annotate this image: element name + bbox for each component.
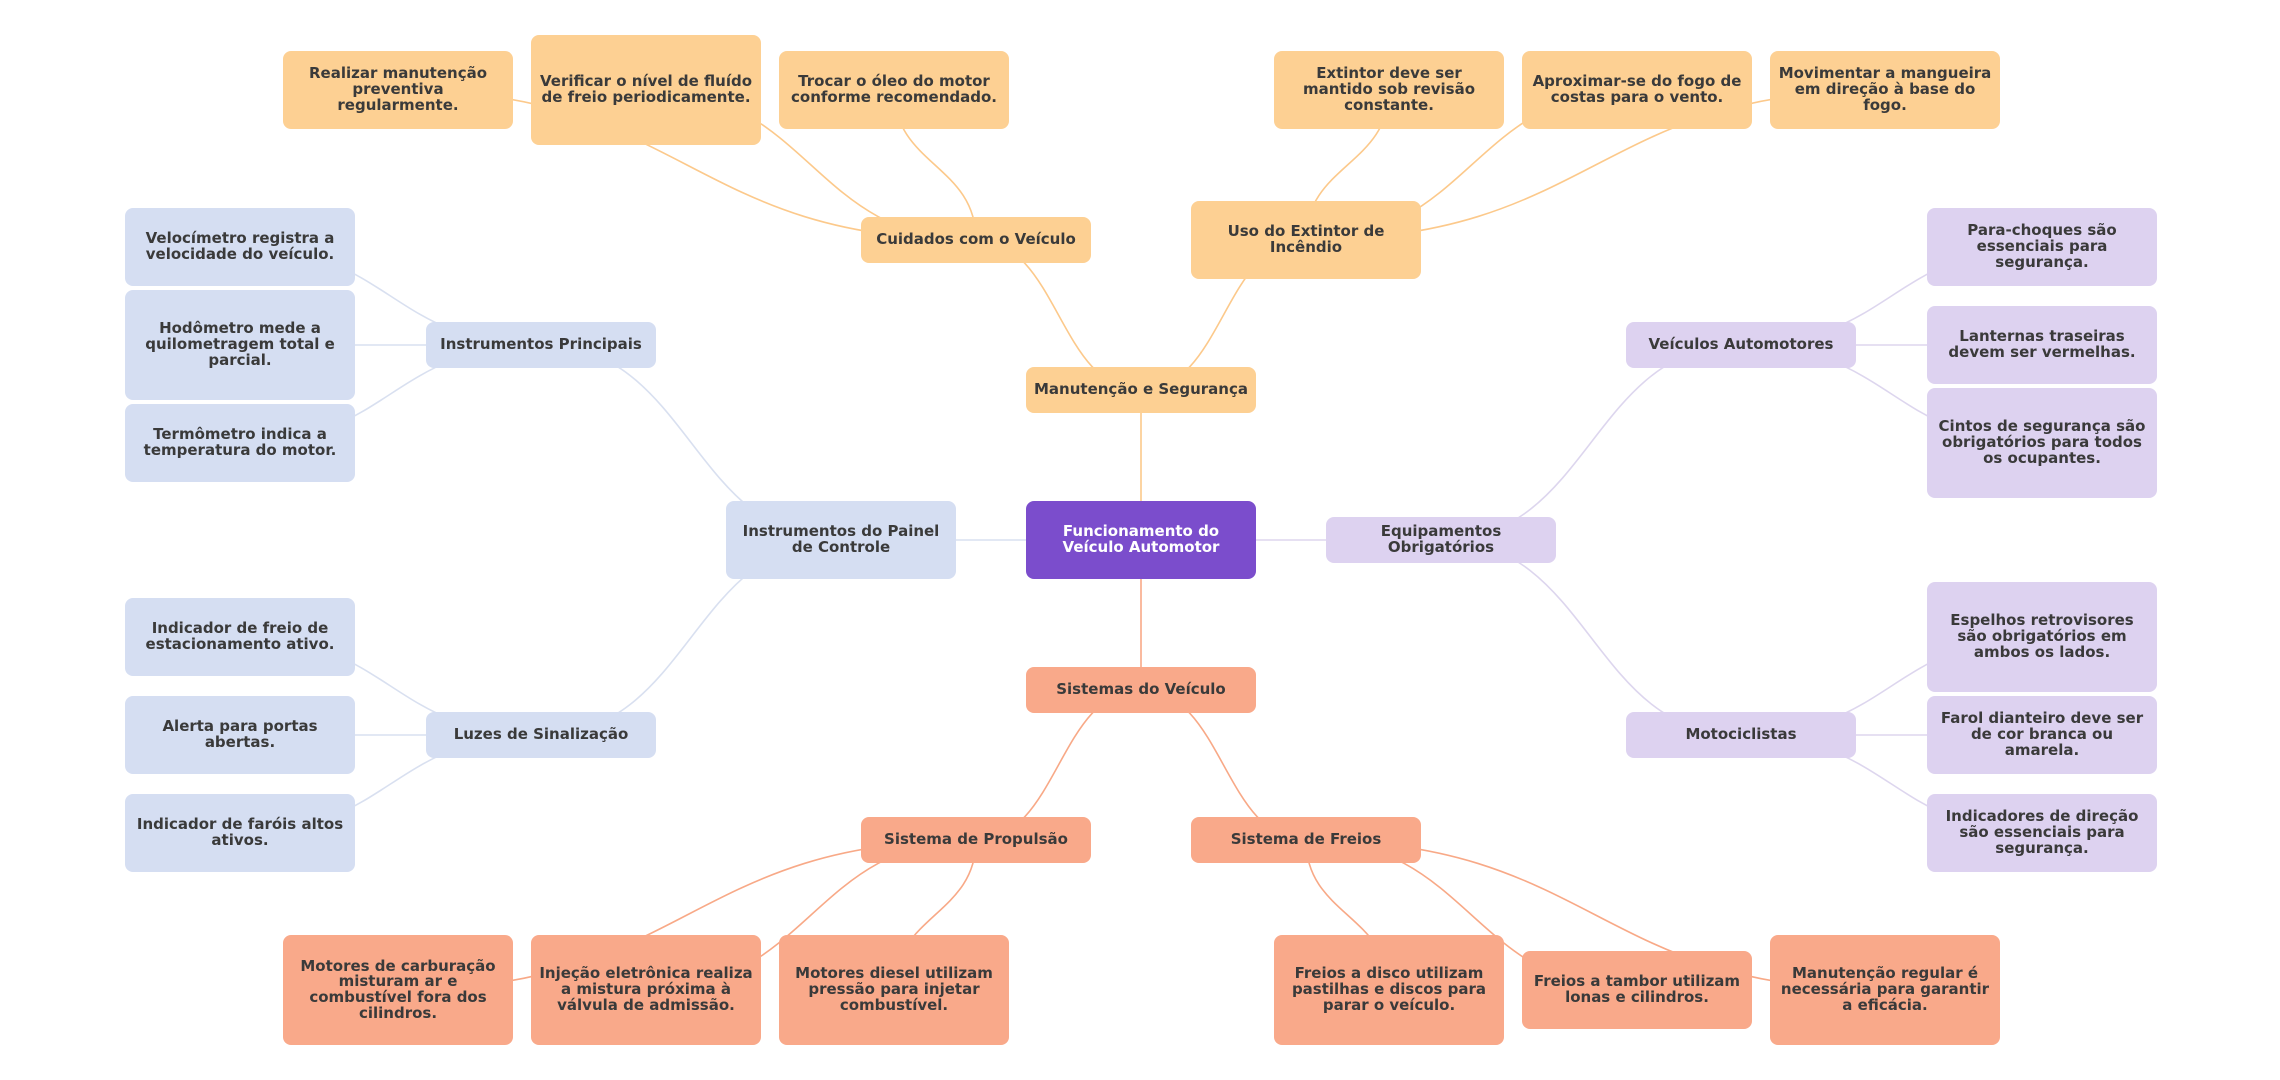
leaf-mangueira-base[interactable]: Movimentar a mangueira em direção à base… (1770, 51, 2000, 129)
leaf-farol-dianteiro[interactable]: Farol dianteiro deve ser de cor branca o… (1927, 696, 2157, 774)
leaf-cintos-seguranca[interactable]: Cintos de segurança são obrigatórios par… (1927, 388, 2157, 498)
leaf-indicadores-direcao[interactable]: Indicadores de direção são essenciais pa… (1927, 794, 2157, 872)
leaf-para-choques[interactable]: Para-choques são essenciais para seguran… (1927, 208, 2157, 286)
connector-equ-mot (1440, 539, 1742, 736)
subbranch-sistema-propulsao[interactable]: Sistema de Propulsão (861, 817, 1091, 863)
leaf-manutencao-regular[interactable]: Manutenção regular é necessária para gar… (1770, 935, 2000, 1045)
branch-manutencao-seguranca[interactable]: Manutenção e Segurança (1026, 367, 1256, 413)
connector-equ-vei (1440, 344, 1742, 541)
leaf-motores-diesel[interactable]: Motores diesel utilizam pressão para inj… (779, 935, 1009, 1045)
leaf-lanternas-traseiras[interactable]: Lanternas traseiras devem ser vermelhas. (1927, 306, 2157, 384)
leaf-freios-tambor[interactable]: Freios a tambor utilizam lonas e cilindr… (1522, 951, 1752, 1029)
leaf-farois-altos[interactable]: Indicador de faróis altos ativos. (125, 794, 355, 872)
leaf-fluido-freio[interactable]: Verificar o nível de fluído de freio per… (531, 35, 761, 145)
leaf-aproximar-fogo[interactable]: Aproximar-se do fogo de costas para o ve… (1522, 51, 1752, 129)
leaf-manutencao-preventiva[interactable]: Realizar manutenção preventiva regularme… (283, 51, 513, 129)
leaf-troca-oleo[interactable]: Trocar o óleo do motor conforme recomend… (779, 51, 1009, 129)
branch-instrumentos-painel[interactable]: Instrumentos do Painel de Controle (726, 501, 956, 579)
subbranch-luzes-sinalizacao[interactable]: Luzes de Sinalização (426, 712, 656, 758)
leaf-extintor-revisao[interactable]: Extintor deve ser mantido sob revisão co… (1274, 51, 1504, 129)
leaf-injecao-eletronica[interactable]: Injeção eletrônica realiza a mistura pró… (531, 935, 761, 1045)
subbranch-motociclistas[interactable]: Motociclistas (1626, 712, 1856, 758)
subbranch-veiculos-automotores[interactable]: Veículos Automotores (1626, 322, 1856, 368)
leaf-carburacao[interactable]: Motores de carburação misturam ar e comb… (283, 935, 513, 1045)
branch-equipamentos-obrigatorios[interactable]: Equipamentos Obrigatórios (1326, 517, 1556, 563)
leaf-espelhos-retrovisores[interactable]: Espelhos retrovisores são obrigatórios e… (1927, 582, 2157, 692)
subbranch-cuidados-veiculo[interactable]: Cuidados com o Veículo (861, 217, 1091, 263)
branch-sistemas-veiculo[interactable]: Sistemas do Veículo (1026, 667, 1256, 713)
leaf-portas-abertas[interactable]: Alerta para portas abertas. (125, 696, 355, 774)
root-node[interactable]: Funcionamento do Veículo Automotor (1026, 501, 1256, 579)
subbranch-uso-extintor[interactable]: Uso do Extintor de Incêndio (1191, 201, 1421, 279)
subbranch-sistema-freios[interactable]: Sistema de Freios (1191, 817, 1421, 863)
subbranch-instrumentos-principais[interactable]: Instrumentos Principais (426, 322, 656, 368)
leaf-hodometro[interactable]: Hodômetro mede a quilometragem total e p… (125, 290, 355, 400)
leaf-velocimetro[interactable]: Velocímetro registra a velocidade do veí… (125, 208, 355, 286)
leaf-freio-estacionamento[interactable]: Indicador de freio de estacionamento ati… (125, 598, 355, 676)
leaf-freios-disco[interactable]: Freios a disco utilizam pastilhas e disc… (1274, 935, 1504, 1045)
leaf-termometro[interactable]: Termômetro indica a temperatura do motor… (125, 404, 355, 482)
